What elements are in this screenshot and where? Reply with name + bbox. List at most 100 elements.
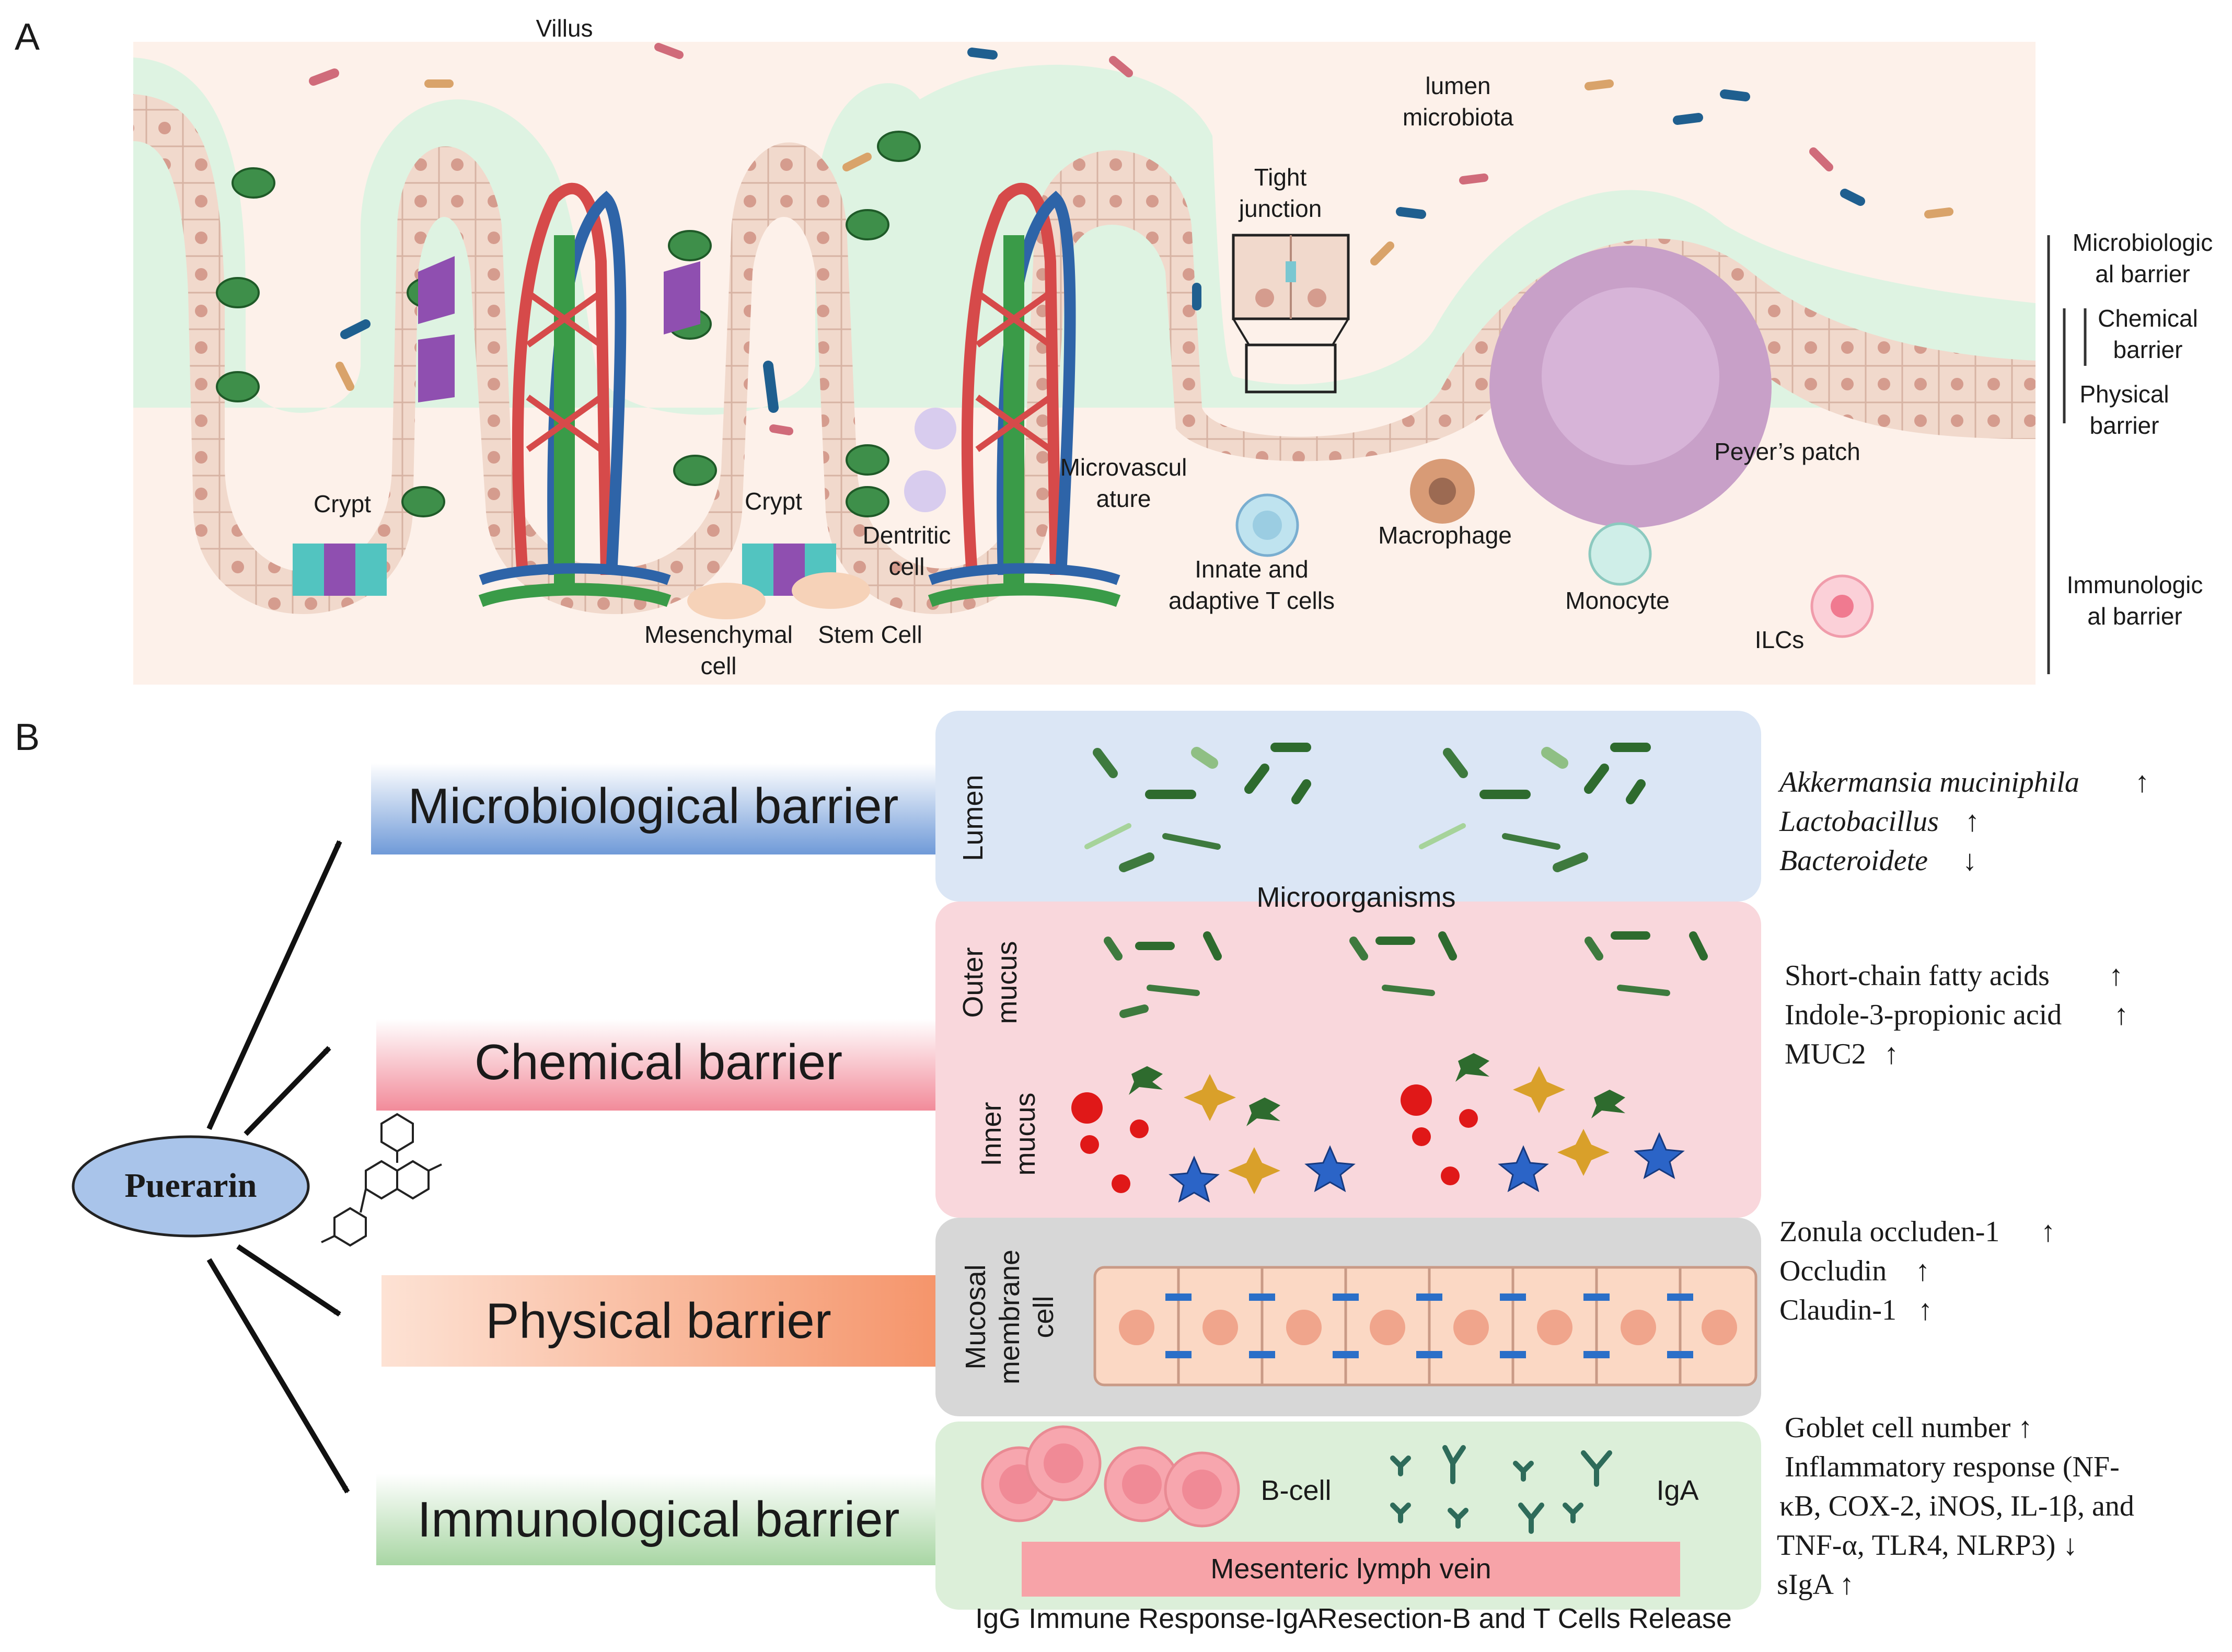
effect-inflammatory-1: Inflammatory response (NF- [1785, 1451, 2120, 1483]
mesenchymal-label-2: cell [700, 652, 736, 679]
effects-chemical: Short-chain fatty acids ↑ Indole-3-propi… [1785, 960, 2129, 1070]
epithelium [133, 94, 2036, 614]
inner-mucus-label-2: mucus [1010, 1092, 1041, 1175]
paneth-cells [418, 256, 700, 402]
outer-mucus-label-1: Outer [957, 947, 989, 1018]
effect-claudin-arrow: ↑ [1918, 1294, 1933, 1326]
side-immunological-2: al barrier [2087, 603, 2182, 630]
effect-inflammatory-3: TNF-α, TLR4, NLRP3) ↓ [1777, 1529, 2077, 1562]
mesenteric-lymph-vein [1022, 1542, 1680, 1597]
side-chemical-1: Chemical [2098, 305, 2198, 332]
side-chemical-2: barrier [2113, 336, 2183, 363]
effect-akkermansia-arrow: ↑ [2135, 766, 2149, 799]
effect-siga: sIgA ↑ [1777, 1568, 1854, 1601]
b-cell-label: B-cell [1260, 1475, 1331, 1506]
epithelial-cell-row [1093, 1266, 1757, 1387]
bottom-caption: IgG Immune Response-IgAResection-B and T… [975, 1603, 1732, 1634]
effects-immunological: Goblet cell number ↑ Inflammatory respon… [1777, 1412, 2134, 1601]
iga-label: IgA [1656, 1475, 1698, 1506]
lumen-microbes [1084, 743, 1651, 872]
outer-mucus-microbes [1104, 931, 1708, 1018]
inner-mucus-molecules [1071, 1053, 1685, 1203]
panel-a-labels: Villus lumen microbiota Tight junction C… [314, 15, 1860, 679]
goblet-cells [216, 131, 921, 517]
crypt-label-right: Crypt [745, 488, 802, 515]
microbiological-bar [371, 763, 941, 854]
iga-antibodies [1390, 1445, 1612, 1534]
b-cells [981, 1425, 1240, 1528]
lumen-label: lumen [1425, 72, 1490, 99]
barrier-label-bars: Microbiological barrier Chemical barrier… [371, 763, 941, 1565]
side-barrier-brackets [2047, 235, 2087, 674]
innate-label-2: adaptive T cells [1169, 587, 1335, 614]
microvasculature-right [928, 182, 1121, 607]
microvasculature-left [478, 182, 672, 607]
monocyte-label: Monocyte [1565, 587, 1669, 614]
ilcs-label: ILCs [1755, 626, 1805, 653]
side-microbiological-1: Microbiologic [2073, 229, 2213, 256]
dentritic-label-1: Dentritic [863, 522, 951, 549]
effect-lactobacillus: Lactobacillus [1779, 805, 1939, 838]
panel-a: A [15, 15, 2213, 685]
effect-lactobacillus-arrow: ↑ [1965, 805, 1980, 838]
microorganisms-label: Microorganisms [1256, 882, 1455, 913]
effect-bacteroidete-arrow: ↓ [1962, 845, 1977, 877]
immunological-barrier-label: Immunological barrier [417, 1492, 899, 1547]
effect-occludin-arrow: ↑ [1915, 1255, 1930, 1287]
innate-label-1: Innate and [1195, 556, 1308, 583]
mucus-layer-box [935, 902, 1761, 1218]
barrier-layers-panel: Lumen Outer mucus Inner mucus Mucosal me… [935, 711, 1761, 1634]
puerarin-label: Puerarin [125, 1166, 257, 1205]
effect-ipa: Indole-3-propionic acid [1785, 999, 2062, 1031]
side-physical-1: Physical [2079, 380, 2169, 408]
side-immunological-1: Immunologic [2067, 571, 2203, 598]
inner-mucus-label-1: Inner [976, 1102, 1007, 1166]
effect-bacteroidete: Bacteroidete [1779, 845, 1928, 877]
outer-mucus-label-2: mucus [991, 941, 1023, 1024]
puerarin-ellipse [72, 1135, 310, 1238]
macrophage-label: Macrophage [1378, 522, 1512, 549]
physical-barrier-label: Physical barrier [485, 1293, 831, 1349]
microbiota-label: microbiota [1403, 103, 1514, 131]
panel-b: B Puerarin Microbiological barrier [15, 711, 2149, 1634]
mucosal-label-3: cell [1028, 1296, 1059, 1338]
effect-claudin: Claudin-1 [1779, 1294, 1896, 1326]
effect-scfa: Short-chain fatty acids [1785, 960, 2050, 992]
panel-b-letter: B [15, 717, 40, 758]
effect-zo1: Zonula occluden-1 [1779, 1216, 1999, 1248]
side-microbiological-2: al barrier [2095, 260, 2190, 287]
lumen-bacteria [309, 43, 1953, 435]
effect-muc2-arrow: ↑ [1884, 1038, 1899, 1070]
crypt-label-left: Crypt [314, 490, 371, 517]
panel-a-letter: A [15, 16, 40, 58]
junction-label: junction [1238, 195, 1322, 222]
peyers-patch [1489, 246, 1772, 528]
immunological-bar [376, 1474, 935, 1565]
side-physical-2: barrier [2090, 412, 2159, 439]
effect-muc2: MUC2 [1785, 1038, 1866, 1070]
mesenteric-label: Mesenteric lymph vein [1210, 1553, 1491, 1585]
microvasculature-label-2: ature [1096, 485, 1151, 512]
physical-bar [381, 1275, 935, 1367]
effect-inflammatory-2: κB, COX-2, iNOS, IL-1β, and [1779, 1490, 2134, 1522]
effect-akkermansia: Akkermansia muciniphila [1777, 766, 2079, 799]
effect-occludin: Occludin [1779, 1255, 1887, 1287]
peyers-patch-label: Peyer’s patch [1714, 438, 1860, 465]
stem-cell-label: Stem Cell [818, 621, 922, 648]
effect-scfa-arrow: ↑ [2109, 960, 2123, 992]
mucosal-label-1: Mucosal [960, 1264, 991, 1369]
lumen-layer [935, 711, 1761, 902]
dentritic-label-2: cell [888, 553, 924, 580]
effects-physical: Zonula occluden-1 ↑ Occludin ↑ Claudin-1… [1779, 1216, 2055, 1326]
effects-microbiological: Akkermansia muciniphila ↑ Lactobacillus … [1777, 766, 2149, 877]
puerarin-arrows [206, 840, 350, 1494]
chemical-barrier-label: Chemical barrier [475, 1034, 842, 1090]
puerarin-structure [321, 1113, 442, 1247]
mucosal-label-2: membrane [994, 1250, 1025, 1384]
mesenchymal-label-1: Mesenchymal [644, 621, 793, 648]
chemical-bar [376, 1019, 941, 1111]
effect-zo1-arrow: ↑ [2041, 1216, 2055, 1248]
villus-label: Villus [536, 15, 593, 42]
immune-cells [687, 408, 1874, 638]
